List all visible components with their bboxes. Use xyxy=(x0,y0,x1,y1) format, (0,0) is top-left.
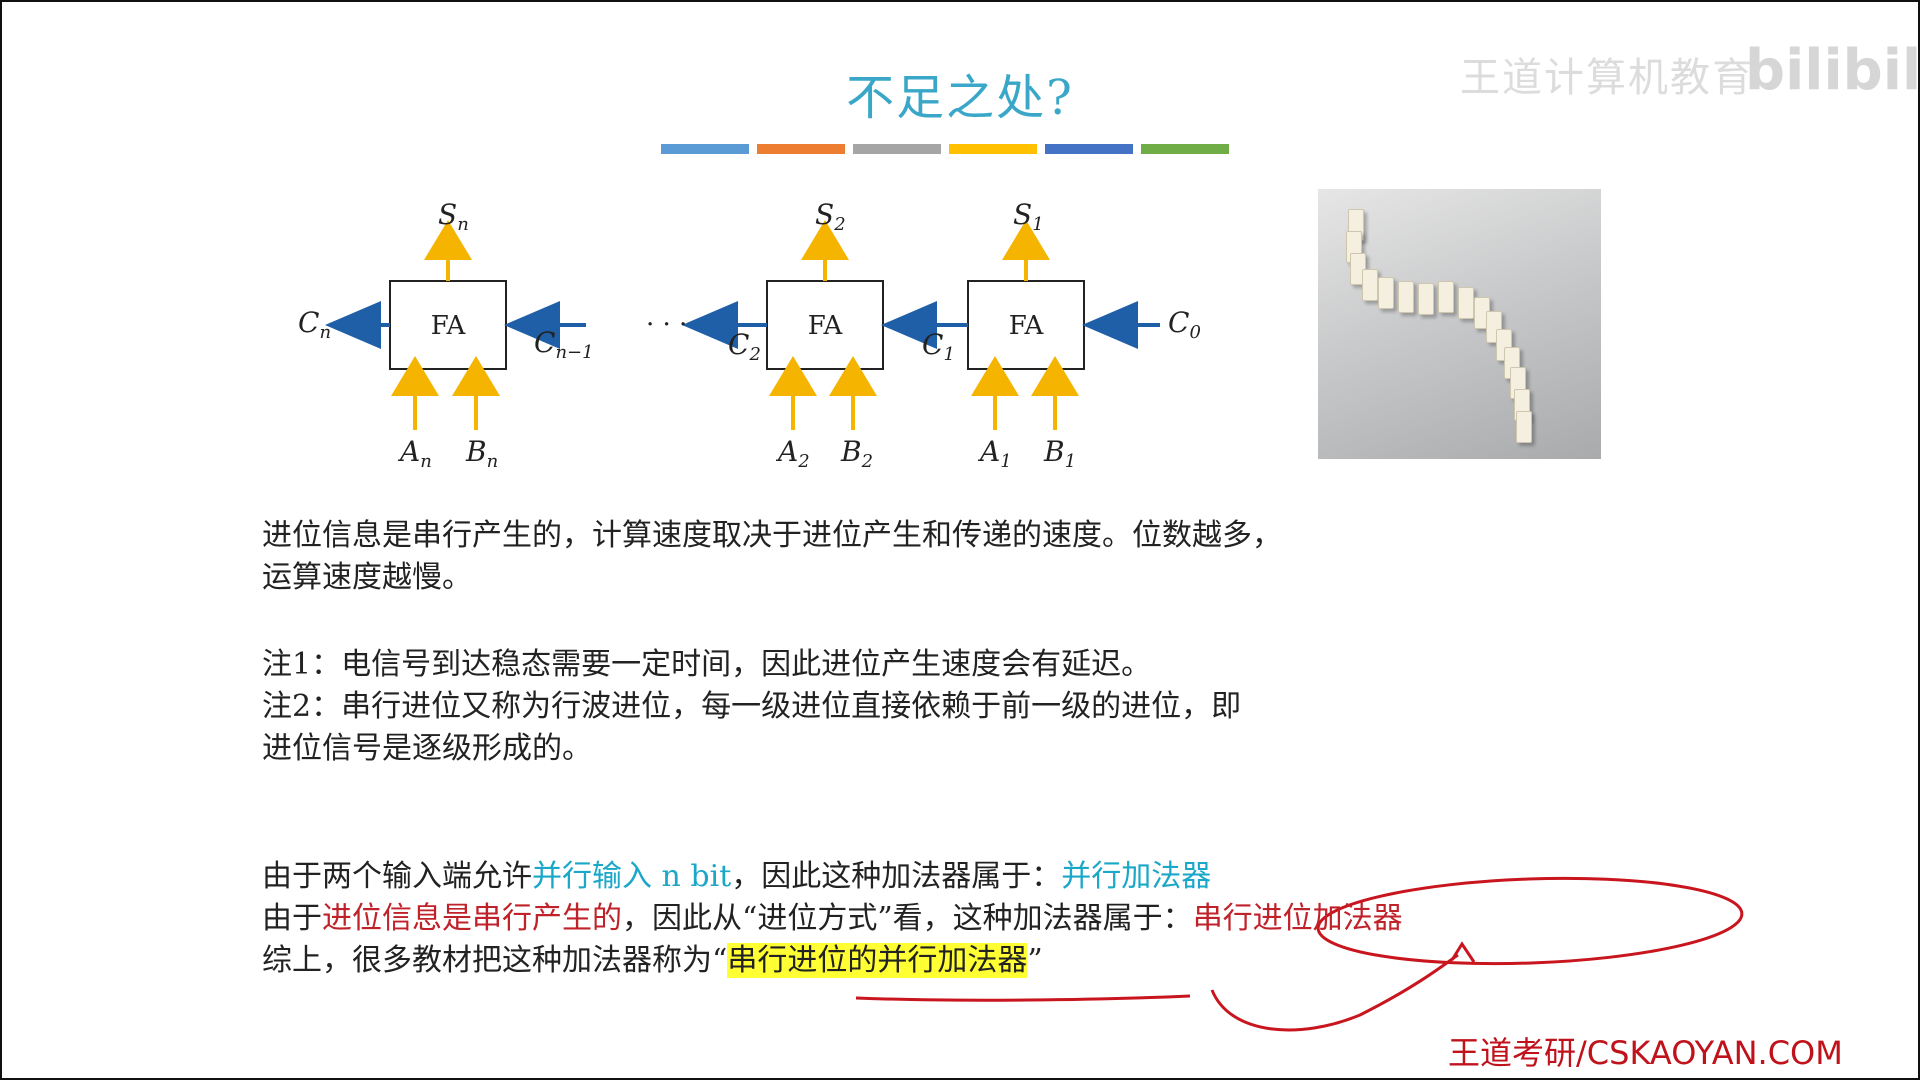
summary-line-2: 由于进位信息是串行产生的，因此从“进位方式”看，这种加法器属于：串行进位加法器 xyxy=(262,901,1403,936)
label-cn: Cn xyxy=(298,306,331,343)
color-bar xyxy=(853,144,941,154)
fa-block-1: FA xyxy=(967,280,1085,370)
color-bar xyxy=(1141,144,1229,154)
label-cn-minus-1: Cn−1 xyxy=(534,326,594,363)
summary-line-1: 由于两个输入端允许并行输入 n bit，因此这种加法器属于：并行加法器 xyxy=(262,859,1212,894)
paragraph-1-line-1: 进位信息是串行产生的，计算速度取决于进位产生和传递的速度。位数越多， xyxy=(262,518,1282,553)
label-b1: B1 xyxy=(1043,435,1076,472)
fa-block-n: FA xyxy=(389,280,507,370)
color-bar xyxy=(949,144,1037,154)
red-annotation xyxy=(1210,876,1744,1032)
label-s2: S2 xyxy=(815,198,846,235)
summary-block: 由于两个输入端允许并行输入 n bit，因此这种加法器属于：并行加法器 由于进位… xyxy=(262,856,1403,982)
label-b2: B2 xyxy=(840,435,873,472)
domino-piece xyxy=(1398,281,1414,313)
note-2-line-2: 进位信号是逐级形成的。 xyxy=(262,731,592,766)
signal-arrows-yellow xyxy=(391,220,1079,430)
ellipsis: · · · xyxy=(646,310,687,340)
fa-label: FA xyxy=(431,311,467,341)
footer-brand: 王道考研/CSKAOYAN.COM xyxy=(1448,1034,1843,1072)
domino-piece xyxy=(1362,269,1378,301)
fa-label: FA xyxy=(1009,311,1045,341)
domino-piece xyxy=(1418,283,1434,315)
label-sn: Sn xyxy=(438,198,469,235)
watermark-text: 王道计算机教育 xyxy=(1460,55,1754,101)
highlighted-term: 串行进位的并行加法器 xyxy=(727,943,1028,978)
domino-photo xyxy=(1318,189,1601,459)
paragraph-1-line-2: 运算速度越慢。 xyxy=(262,560,472,595)
domino-piece xyxy=(1438,281,1454,313)
label-an: An xyxy=(397,435,432,472)
label-a1: A1 xyxy=(977,435,1012,472)
label-bn: Bn xyxy=(465,435,498,472)
color-bar xyxy=(661,144,749,154)
notes-block: 注1：电信号到达稳态需要一定时间，因此进位产生速度会有延迟。 注2：串行进位又称… xyxy=(262,644,1241,770)
domino-piece xyxy=(1458,287,1474,319)
label-a2: A2 xyxy=(775,435,810,472)
red-underline xyxy=(855,994,1191,1002)
slide-title: 不足之处? xyxy=(846,70,1074,126)
label-c1: C1 xyxy=(922,328,955,365)
fa-block-2: FA xyxy=(766,280,884,370)
label-s1: S1 xyxy=(1013,198,1044,235)
label-c0: C0 xyxy=(1168,306,1201,343)
fa-label: FA xyxy=(808,311,844,341)
domino-piece xyxy=(1516,411,1532,443)
summary-line-3: 综上，很多教材把这种加法器称为“串行进位的并行加法器” xyxy=(262,943,1043,978)
bilibili-logo: bilibili xyxy=(1745,38,1920,103)
color-bar xyxy=(1045,144,1133,154)
note-1: 注1：电信号到达稳态需要一定时间，因此进位产生速度会有延迟。 xyxy=(262,647,1152,682)
label-c2: C2 xyxy=(728,328,761,365)
paragraph-1: 进位信息是串行产生的，计算速度取决于进位产生和传递的速度。位数越多， 运算速度越… xyxy=(262,515,1282,599)
domino-piece xyxy=(1378,277,1394,309)
note-2-line-1: 注2：串行进位又称为行波进位，每一级进位直接依赖于前一级的进位，即 xyxy=(262,689,1242,724)
color-bar xyxy=(757,144,845,154)
